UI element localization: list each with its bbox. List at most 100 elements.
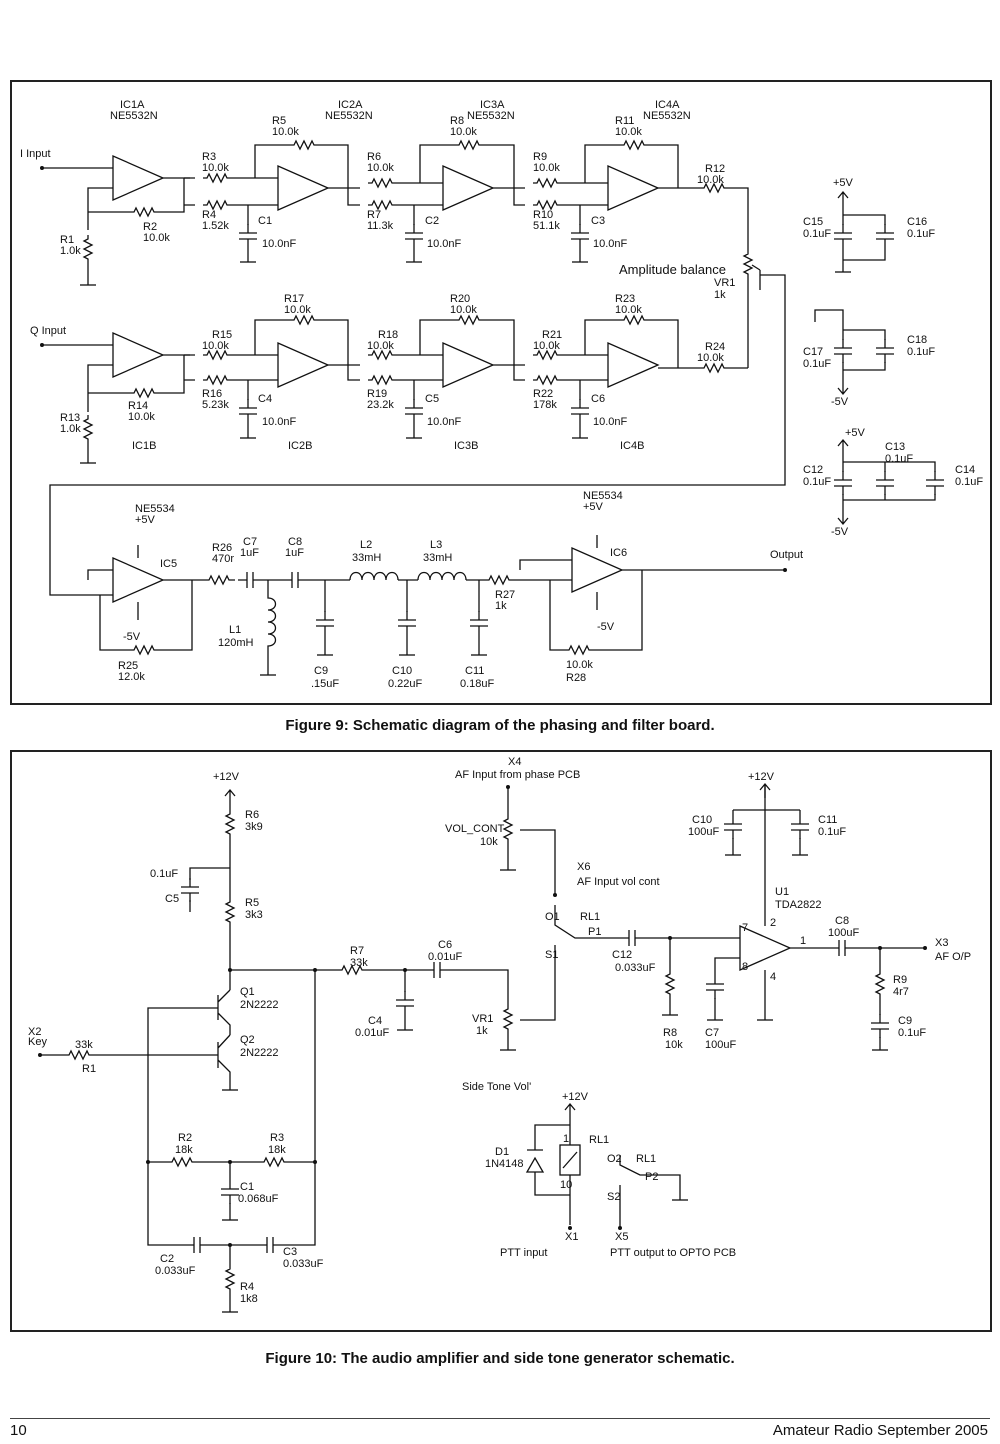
- label-c8-value: 1uF: [285, 547, 304, 559]
- label-ic3a: IC3A: [480, 99, 505, 111]
- label-r23: R23: [615, 293, 635, 305]
- label-c6-value-fig10: 0.01uF: [428, 951, 463, 963]
- x1-terminal: [568, 1226, 572, 1230]
- opamp-ic5: [112, 557, 164, 603]
- label-c5-value: 10.0nF: [427, 416, 462, 428]
- label-ic4a: IC4A: [655, 99, 680, 111]
- label-c7: C7: [243, 536, 257, 548]
- label-c14-value: 0.1uF: [955, 476, 983, 488]
- label-r8-value: 10.0k: [450, 126, 477, 138]
- label-m5v-ic5: -5V: [123, 631, 141, 643]
- label-r7-value-fig10: 33k: [350, 957, 368, 969]
- resistor-r3-fig10: [259, 1157, 291, 1167]
- opamp-ic2a: [277, 165, 329, 211]
- capacitor-c16: [875, 223, 895, 249]
- label-key: Key: [28, 1036, 47, 1048]
- capacitor-c9: [315, 610, 335, 636]
- label-c1-value-fig10: 0.068uF: [238, 1193, 279, 1205]
- inductor-l3: [417, 571, 467, 581]
- label-q2-value: 2N2222: [240, 1047, 279, 1059]
- capacitor-c9-fig10: [870, 1013, 890, 1039]
- label-x4: X4: [508, 756, 521, 768]
- label-r16: R16: [202, 388, 222, 400]
- label-ic1b: IC1B: [132, 440, 156, 452]
- label-ic4b: IC4B: [620, 440, 644, 452]
- label-c9-value: .15uF: [311, 678, 339, 690]
- label-r4-value-fig10: 1k8: [240, 1293, 258, 1305]
- label-coil-pin10: 10: [560, 1179, 572, 1191]
- label-c10-value: 0.22uF: [388, 678, 423, 690]
- label-vr1: VR1: [714, 277, 735, 289]
- label-r8: R8: [450, 115, 464, 127]
- label-r1-fig10: R1: [82, 1063, 96, 1075]
- label-c12-fig10: C12: [612, 949, 632, 961]
- label-l1-value: 120mH: [218, 637, 254, 649]
- label-r1-value: 1.0k: [60, 245, 81, 257]
- diode-d1: [525, 1149, 545, 1173]
- label-amplitude-balance: Amplitude balance: [619, 262, 726, 277]
- resistor-r1: [83, 234, 93, 266]
- label-output: Output: [770, 549, 803, 561]
- supply-decoupling-2: [814, 309, 895, 395]
- label-c6-fig10: C6: [438, 939, 452, 951]
- relay-switch-rl1-ptt: [619, 1155, 681, 1228]
- label-r26: R26: [212, 542, 232, 554]
- label-r6-value-fig10: 3k9: [245, 821, 263, 833]
- label-c3-value: 10.0nF: [593, 238, 628, 250]
- resistor-r20: [454, 315, 486, 325]
- label-u1-pin8: 8: [742, 961, 748, 973]
- capacitor-c1-fig10: [220, 1179, 240, 1205]
- label-u1-value: TDA2822: [775, 899, 821, 911]
- label-m5v-ic6: -5V: [597, 621, 615, 633]
- label-r14: R14: [128, 400, 148, 412]
- label-r28-value: 10.0k: [566, 659, 593, 671]
- label-c5-value-fig10: 0.1uF: [150, 868, 178, 880]
- label-r25: R25: [118, 660, 138, 672]
- capacitor-c6-fig10: [424, 961, 450, 979]
- label-ic2a-part: NE5532N: [325, 110, 373, 122]
- label-p5v-ic5: +5V: [135, 514, 156, 526]
- resistor-r24: [699, 363, 731, 373]
- label-c8-value-fig10: 100uF: [828, 927, 859, 939]
- label-c16-value: 0.1uF: [907, 228, 935, 240]
- label-r1-value-fig10: 33k: [75, 1039, 93, 1051]
- capacitor-c3-fig10: [257, 1236, 283, 1254]
- capacitor-c10: [397, 610, 417, 636]
- resistor-r11: [619, 140, 651, 150]
- label-u1-pin2: 2: [770, 917, 776, 929]
- capacitor-c2: [404, 223, 424, 249]
- label-r17-value: 10.0k: [284, 304, 311, 316]
- page-number: 10: [10, 1422, 27, 1439]
- label-r2-value: 10.0k: [143, 232, 170, 244]
- label-ic4a-part: NE5532N: [643, 110, 691, 122]
- resistor-r2-fig10: [167, 1157, 199, 1167]
- supply-decoupling-1: [833, 191, 895, 273]
- label-c6-value: 10.0nF: [593, 416, 628, 428]
- label-ic2b: IC2B: [288, 440, 312, 452]
- journal-issue: Amateur Radio September 2005: [772, 1422, 988, 1439]
- label-r26-value: 470r: [212, 553, 234, 565]
- label-coil-pin1: 1: [563, 1133, 569, 1145]
- capacitor-c12-fig10: [619, 929, 645, 947]
- label-r19-value: 23.2k: [367, 399, 394, 411]
- label-o1: O1: [545, 911, 560, 923]
- label-r10-value: 51.1k: [533, 220, 560, 232]
- resistor-r10: [532, 200, 564, 210]
- label-af-input-phase: AF Input from phase PCB: [455, 769, 580, 781]
- label-r4: R4: [202, 209, 216, 221]
- label-vr1-value-fig10: 1k: [476, 1025, 488, 1037]
- label-q1: Q1: [240, 986, 255, 998]
- label-s1: S1: [545, 949, 558, 961]
- label-c10: C10: [392, 665, 412, 677]
- figure9: I Input Q Input Output Amplitude balance…: [20, 99, 983, 690]
- resistor-r4-fig10: [225, 1264, 235, 1296]
- label-r6-fig10: R6: [245, 809, 259, 821]
- capacitor-c14: [925, 470, 945, 496]
- resistor-r6-fig10: [225, 809, 235, 841]
- label-r9: R9: [533, 151, 547, 163]
- resistor-r8: [454, 140, 486, 150]
- label-c6: C6: [591, 393, 605, 405]
- transistor-q1: [217, 989, 231, 1035]
- label-vol-cont: VOL_CONT: [445, 823, 505, 835]
- label-c8-fig10: C8: [835, 915, 849, 927]
